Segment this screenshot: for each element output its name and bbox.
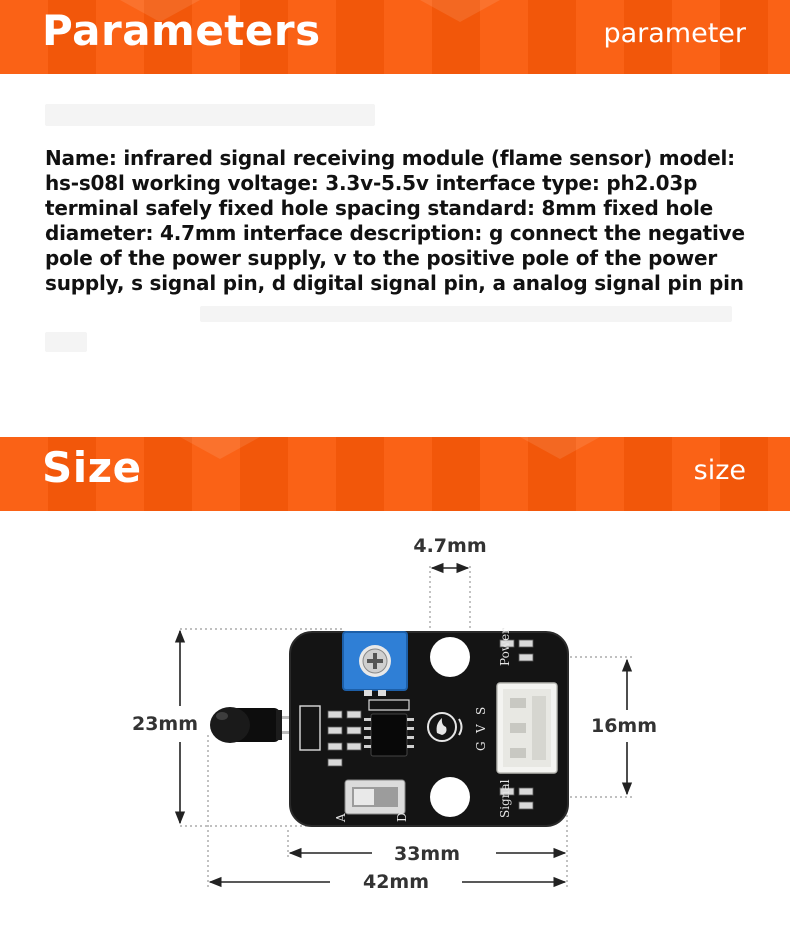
dimension-arrows <box>174 562 633 888</box>
mounting-hole <box>430 637 470 677</box>
faded-text-line <box>200 306 732 322</box>
smd-components <box>299 639 534 810</box>
silkscreen-labels: Power Signal G V S A D <box>334 628 512 823</box>
banner-decoration <box>420 0 500 22</box>
hole-spacing-label: 16mm <box>591 715 657 737</box>
size-banner: Size size <box>0 437 790 511</box>
section-subtitle: parameter <box>603 18 746 49</box>
banner-decoration <box>520 437 600 459</box>
hole-diameter-label: 4.7mm <box>413 535 486 557</box>
ph2-connector <box>496 682 558 774</box>
module-dimension-diagram: Power Signal G V S A D 4.7mm 23mm 16mm 3… <box>132 535 657 893</box>
mode-switch <box>344 779 406 815</box>
board-width-label: 33mm <box>394 843 460 865</box>
potentiometer <box>342 631 408 696</box>
banner-pattern <box>0 437 790 511</box>
ic-chip <box>364 699 414 757</box>
s-pin-label: S <box>474 707 488 715</box>
faded-text-line <box>45 332 87 352</box>
parameters-description: Name: infrared signal receiving module (… <box>45 146 745 295</box>
a-pin-label: A <box>334 813 348 823</box>
banner-decoration <box>120 0 200 22</box>
flame-logo-icon <box>427 712 463 742</box>
power-label: Power <box>498 628 512 666</box>
g-pin-label: G <box>474 741 488 751</box>
total-width-label: 42mm <box>363 871 429 893</box>
v-pin-label: V <box>474 724 488 734</box>
mounting-hole <box>430 777 470 817</box>
section-title: Parameters <box>42 6 321 55</box>
banner-decoration <box>180 437 260 459</box>
d-pin-label: D <box>395 812 409 822</box>
ir-led <box>210 707 302 743</box>
section-title: Size <box>42 443 142 492</box>
height-label: 23mm <box>132 713 198 735</box>
banner-pattern <box>0 0 790 74</box>
section-subtitle: size <box>693 455 746 486</box>
faded-text-line <box>45 104 375 126</box>
parameters-banner: Parameters parameter <box>0 0 790 74</box>
signal-label: Signal <box>498 779 512 818</box>
